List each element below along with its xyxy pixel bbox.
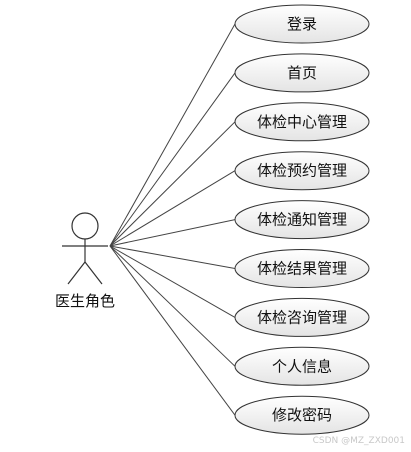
association-line <box>109 245 236 367</box>
use-case: 登录 <box>234 4 370 44</box>
association-lines <box>109 23 236 416</box>
use-case-ellipse <box>234 200 370 240</box>
use-case: 体检预约管理 <box>234 151 370 191</box>
use-case-ellipse <box>234 249 370 288</box>
actor-head <box>71 212 99 240</box>
use-case: 个人信息 <box>234 346 370 386</box>
use-case: 体检中心管理 <box>234 102 370 142</box>
use-case-ellipse <box>234 395 370 435</box>
use-case: 首页 <box>234 53 370 93</box>
use-case-label: 体检结果管理 <box>257 260 347 278</box>
use-case-label: 体检预约管理 <box>257 162 347 180</box>
actor-label: 医生角色 <box>55 292 115 310</box>
use-case-label: 体检中心管理 <box>257 113 347 131</box>
use-case-ellipse <box>234 102 370 142</box>
association-line <box>109 121 236 247</box>
use-case-ellipse <box>234 151 370 191</box>
association-line <box>109 219 236 247</box>
use-case: 修改密码 <box>234 395 370 435</box>
association-line <box>109 170 236 247</box>
use-case-ellipse <box>234 4 370 44</box>
use-case-ellipse <box>234 53 370 93</box>
use-case-label: 首页 <box>287 64 317 82</box>
watermark-text: CSDN @MZ_ZXD001 <box>313 436 405 446</box>
use-case-label: 登录 <box>287 15 317 33</box>
use-case-label: 体检通知管理 <box>257 211 347 229</box>
use-case: 体检通知管理 <box>234 200 370 240</box>
use-case-group: 登录首页体检中心管理体检预约管理体检通知管理体检结果管理体检咨询管理个人信息修改… <box>234 4 370 435</box>
use-case: 体检结果管理 <box>234 249 370 288</box>
association-line <box>109 245 236 318</box>
use-case: 体检咨询管理 <box>234 297 370 337</box>
association-line <box>109 245 236 416</box>
association-line <box>109 23 236 247</box>
use-case-ellipse <box>234 297 370 337</box>
association-line <box>109 245 236 269</box>
association-line <box>109 72 236 247</box>
use-case-label: 体检咨询管理 <box>257 308 347 326</box>
actor-right-leg <box>84 261 103 285</box>
actor-doctor: 医生角色 <box>55 212 115 310</box>
use-case-label: 修改密码 <box>272 406 332 424</box>
use-case-label: 个人信息 <box>272 357 332 375</box>
actor-left-leg <box>67 261 86 285</box>
use-case-ellipse <box>234 346 370 386</box>
